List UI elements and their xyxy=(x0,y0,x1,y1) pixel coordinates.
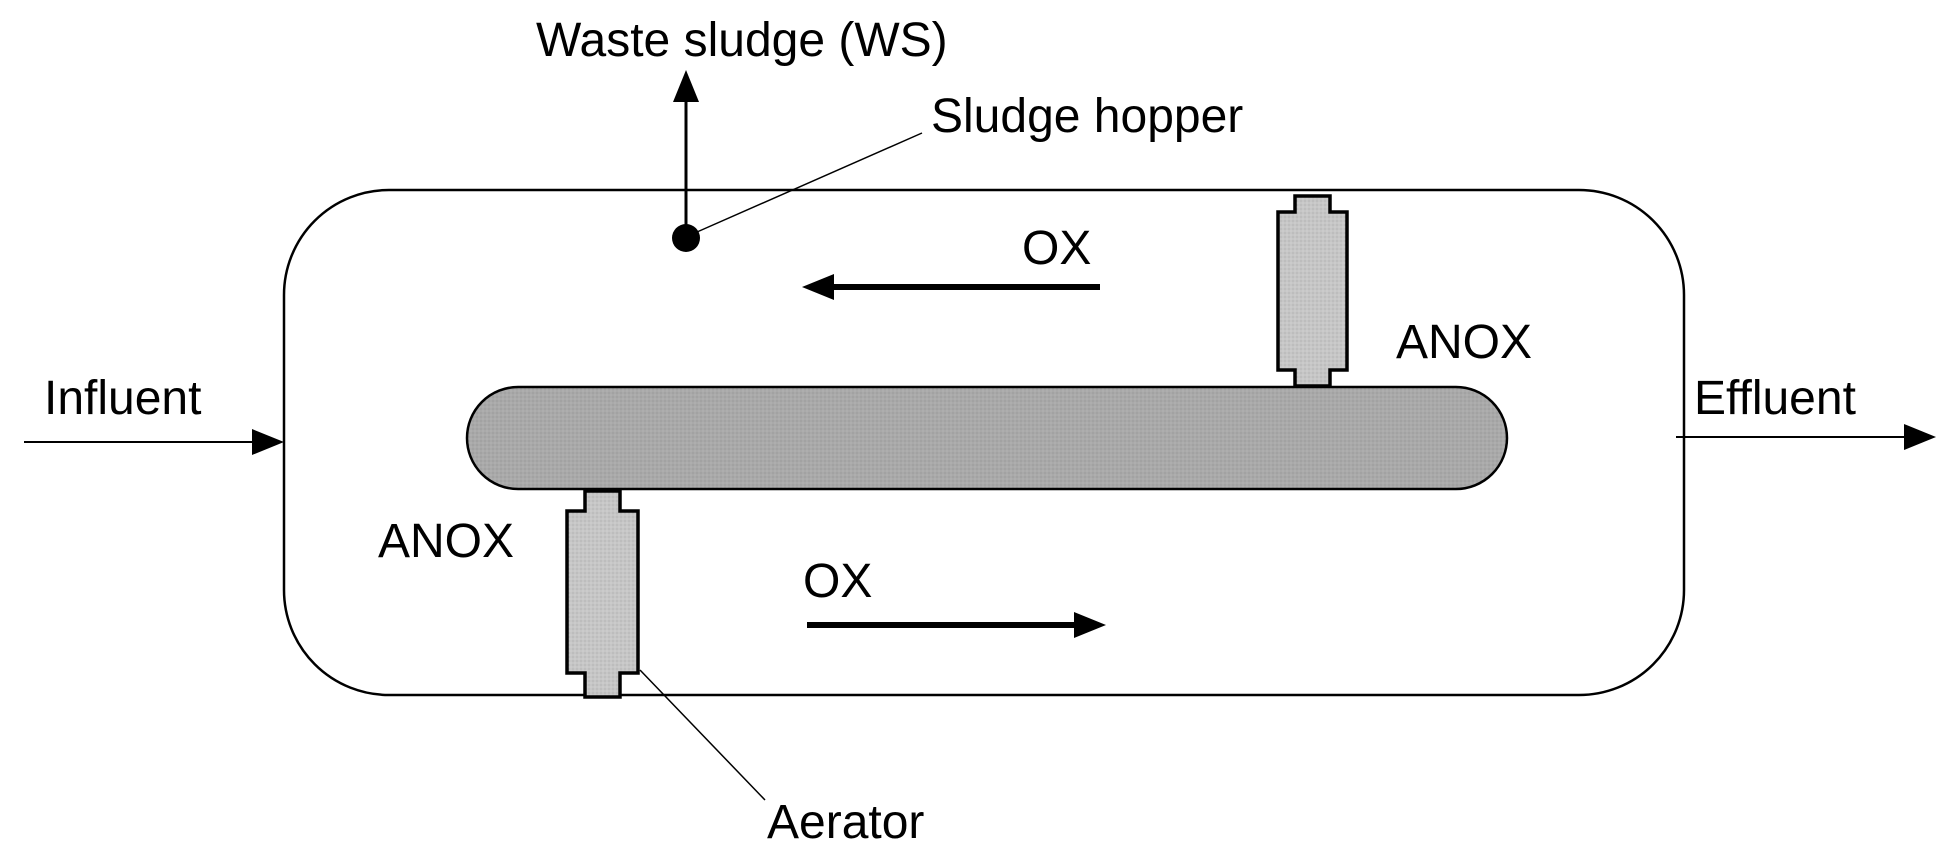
sludge-hopper-point xyxy=(672,224,700,252)
ox-label-top: OX xyxy=(1022,222,1091,275)
aerator-leader xyxy=(639,669,766,801)
aerator-top xyxy=(1276,194,1349,388)
sludge-hopper-label: Sludge hopper xyxy=(931,90,1243,143)
sludge-hopper-leader xyxy=(696,132,923,233)
influent-arrowhead xyxy=(252,429,284,455)
waste-sludge-label: Waste sludge (WS) xyxy=(536,14,948,67)
influent-label: Influent xyxy=(44,372,201,425)
effluent-label: Effluent xyxy=(1694,372,1856,425)
anox-label-left: ANOX xyxy=(378,515,514,568)
flow-arrowhead-bottom xyxy=(1074,612,1106,638)
ditch-tank-outline xyxy=(282,188,1686,697)
central-island xyxy=(465,385,1509,491)
flow-arrowhead-top xyxy=(802,274,834,300)
aerator-bottom xyxy=(565,489,640,699)
ox-label-bottom: OX xyxy=(803,555,872,608)
anox-label-right: ANOX xyxy=(1396,316,1532,369)
effluent-arrowhead xyxy=(1904,424,1936,450)
aerator-label: Aerator xyxy=(767,796,924,849)
waste-sludge-arrowhead xyxy=(673,70,699,102)
